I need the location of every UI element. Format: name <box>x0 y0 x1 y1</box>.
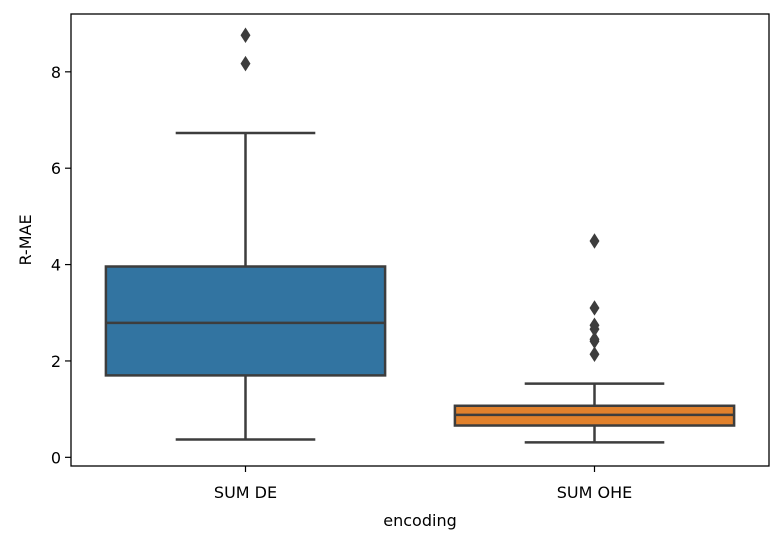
outlier-point <box>589 233 600 249</box>
outlier-point <box>589 346 600 362</box>
box-group <box>104 27 387 441</box>
outlier-point <box>589 300 600 316</box>
box-group <box>453 233 736 444</box>
outlier-point <box>589 331 600 348</box>
x-axis-label: encoding <box>383 511 456 530</box>
x-tick-label: SUM DE <box>214 483 277 502</box>
outlier-point <box>240 27 251 43</box>
x-tick-label: SUM OHE <box>557 483 633 502</box>
y-tick-label: 2 <box>51 352 61 371</box>
plot-frame <box>70 13 770 467</box>
y-axis-label: R-MAE <box>16 214 35 265</box>
y-tick-label: 6 <box>51 159 61 178</box>
y-tick-label: 4 <box>51 256 61 275</box>
x-axis: SUM DE SUM OHE <box>214 466 632 502</box>
outlier-point <box>589 317 600 334</box>
box <box>104 265 387 377</box>
outlier-point <box>240 55 251 72</box>
y-tick-label: 8 <box>51 63 61 82</box>
y-axis: 0 2 4 6 8 <box>51 63 71 467</box>
plot-area <box>104 27 736 444</box>
y-tick-label: 0 <box>51 448 61 467</box>
